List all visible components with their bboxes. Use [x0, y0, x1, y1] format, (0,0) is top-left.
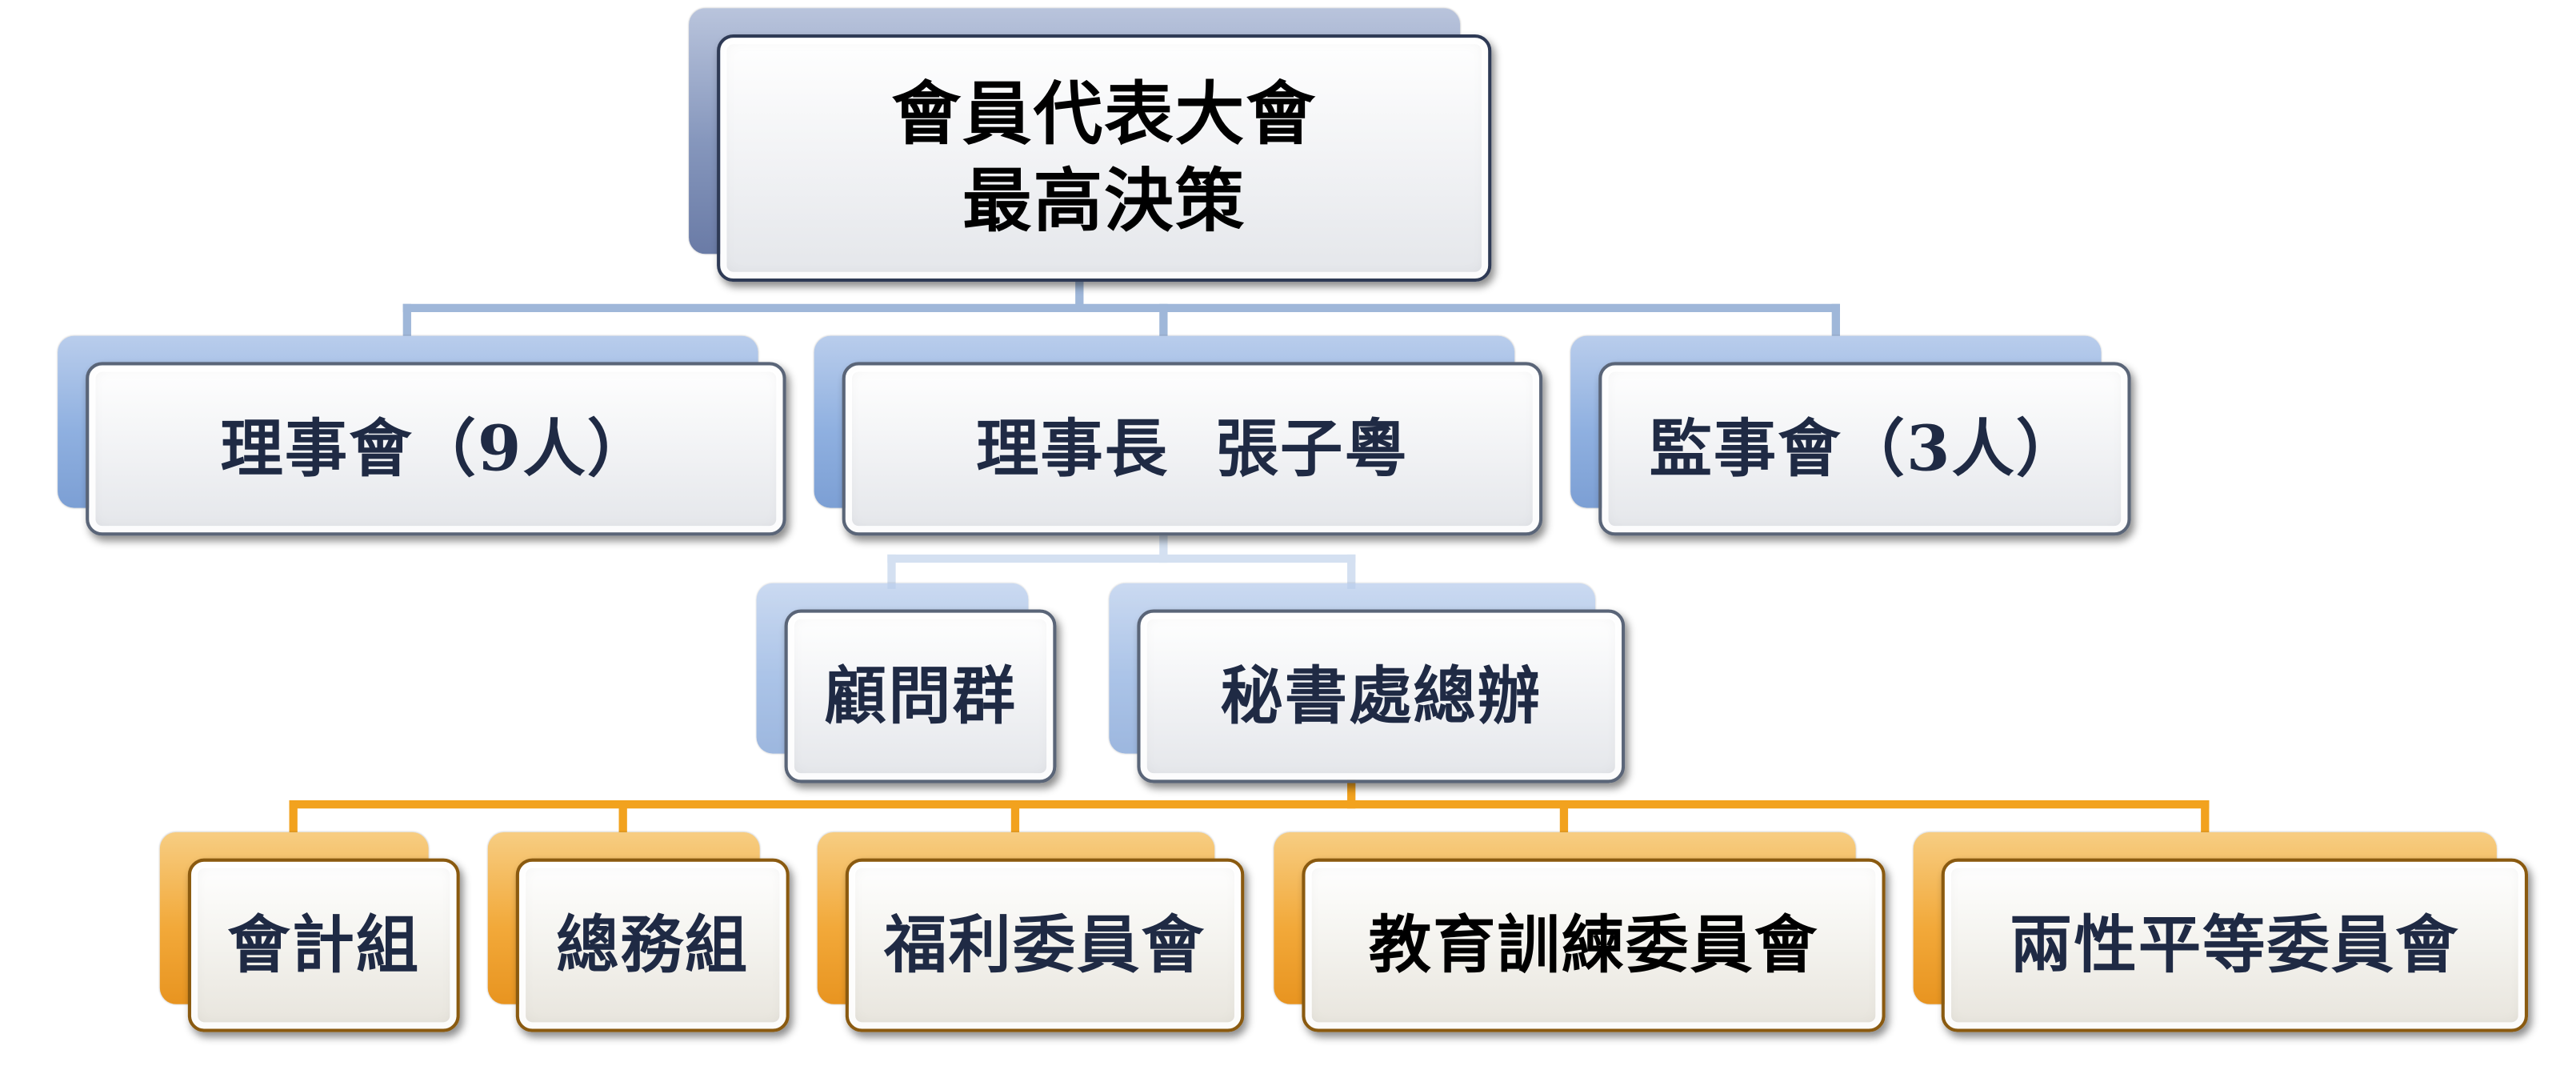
node-box: 兩性平等委員會 — [1941, 858, 2529, 1032]
chairman-label: 理事長 張子粵 — [976, 411, 1409, 486]
gender-equality-label: 兩性平等委員會 — [2010, 908, 2460, 982]
accounting-label: 會計組 — [227, 908, 421, 982]
general-assembly-label: 會員代表大會 最高決策 — [891, 72, 1317, 244]
node-box: 監事會（3人） — [1598, 362, 2131, 536]
node-box: 顧問群 — [784, 609, 1057, 783]
node-box: 福利委員會 — [845, 858, 1245, 1032]
node-box: 教育訓練委員會 — [1302, 858, 1886, 1032]
node-box: 總務組 — [515, 858, 790, 1032]
node-box: 會計組 — [187, 858, 460, 1032]
node-box: 會員代表大會 最高決策 — [717, 34, 1492, 283]
advisors-label: 顧問群 — [823, 659, 1018, 733]
general-affairs-label: 總務組 — [556, 908, 750, 982]
welfare-label: 福利委員會 — [884, 908, 1206, 982]
general-assembly-line1: 會員代表大會 — [891, 74, 1317, 154]
secretariat-label: 秘書處總辦 — [1220, 659, 1542, 733]
supervisors-label: 監事會（3人） — [1649, 411, 2081, 486]
council-label: 理事會（9人） — [220, 411, 652, 486]
node-box: 理事會（9人） — [86, 362, 786, 536]
general-assembly-line2: 最高決策 — [962, 159, 1246, 240]
training-label: 教育訓練委員會 — [1368, 908, 1819, 982]
node-box: 秘書處總辦 — [1137, 609, 1626, 783]
node-box: 理事長 張子粵 — [842, 362, 1543, 536]
